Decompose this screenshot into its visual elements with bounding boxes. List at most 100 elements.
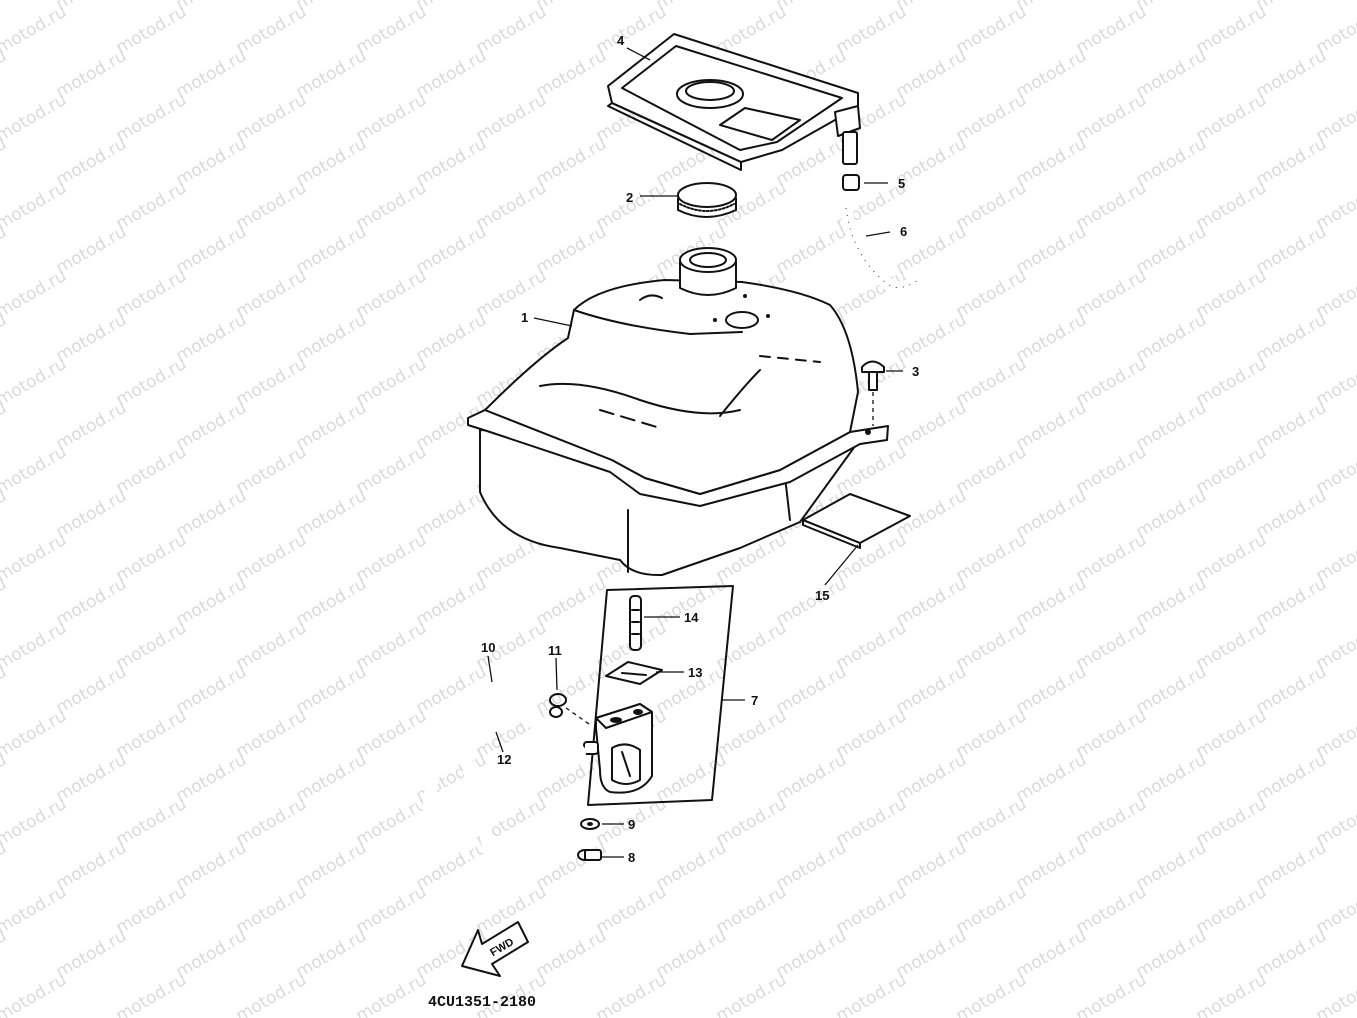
watermark-text: motod.ru xyxy=(1073,882,1151,938)
watermark-text: motod.ru xyxy=(353,2,431,58)
watermark-text: motod.ru xyxy=(953,794,1031,850)
watermark-text: motod.ru xyxy=(53,222,131,278)
watermark-text: motod.ru xyxy=(413,574,491,630)
watermark-text: motod.ru xyxy=(173,574,251,630)
watermark-text: motod.ru xyxy=(413,222,491,278)
watermark-text: motod.ru xyxy=(353,706,431,762)
callout-11: 11 xyxy=(548,643,562,658)
watermark-text: motod.ru xyxy=(1193,530,1271,586)
watermark-text: motod.ru xyxy=(1193,90,1271,146)
callout-4: 4 xyxy=(617,33,625,48)
watermark-text: motod.ru xyxy=(833,882,911,938)
watermark-text: motod.ru xyxy=(233,882,311,938)
watermark-text: motod.ru xyxy=(293,134,371,190)
watermark-text: motod.ru xyxy=(353,618,431,674)
watermark-text: motod.ru xyxy=(1253,134,1331,190)
watermark-text: motod.ru xyxy=(0,0,10,14)
fuel-tank-part xyxy=(467,247,889,577)
watermark-text: motod.ru xyxy=(53,838,131,894)
watermark-text: motod.ru xyxy=(1193,618,1271,674)
watermark-text: motod.ru xyxy=(1193,354,1271,410)
watermark-text: motod.ru xyxy=(533,838,611,894)
watermark-text: motod.ru xyxy=(353,530,431,586)
watermark-text: motod.ru xyxy=(1193,442,1271,498)
watermark-text: motod.ru xyxy=(1193,970,1271,1018)
watermark-text: motod.ru xyxy=(293,926,371,982)
watermark-text: motod.ru xyxy=(113,266,191,322)
callout-5: 5 xyxy=(898,176,905,191)
watermark-text: motod.ru xyxy=(473,266,551,322)
watermark-text: motod.ru xyxy=(1013,486,1091,542)
callout-9: 9 xyxy=(628,817,635,832)
watermark-text: motod.ru xyxy=(173,46,251,102)
watermark-text: motod.ru xyxy=(293,222,371,278)
watermark-text: motod.ru xyxy=(893,926,971,982)
watermark-text: motod.ru xyxy=(1073,2,1151,58)
callout-10: 10 xyxy=(481,640,495,655)
watermark-text: motod.ru xyxy=(53,398,131,454)
callout-15: 15 xyxy=(815,588,829,603)
watermark-text: motod.ru xyxy=(233,90,311,146)
watermark-text: motod.ru xyxy=(593,882,671,938)
watermark-text: motod.ru xyxy=(1193,266,1271,322)
watermark-text: motod.ru xyxy=(233,2,311,58)
watermark-text: motod.ru xyxy=(173,310,251,366)
watermark-text: motod.ru xyxy=(893,750,971,806)
watermark-text: motod.ru xyxy=(113,354,191,410)
watermark-text: motod.ru xyxy=(1073,794,1151,850)
watermark-text: motod.ru xyxy=(1193,794,1271,850)
watermark-text: motod.ru xyxy=(1013,926,1091,982)
watermark-text: motod.ru xyxy=(833,618,911,674)
watermark-text: motod.ru xyxy=(113,706,191,762)
watermark-text: motod.ru xyxy=(1253,486,1331,542)
watermark-text: motod.ru xyxy=(833,2,911,58)
watermark-text: motod.ru xyxy=(1253,926,1331,982)
watermark-text: motod.ru xyxy=(1133,134,1211,190)
watermark-text: motod.ru xyxy=(1253,662,1331,718)
watermark-text: motod.ru xyxy=(353,442,431,498)
watermark-text: motod.ru xyxy=(1133,486,1211,542)
watermark-text: motod.ru xyxy=(0,178,70,234)
watermark-text: motod.ru xyxy=(233,794,311,850)
watermark-text: motod.ru xyxy=(113,442,191,498)
watermark-text: motod.ru xyxy=(1013,662,1091,718)
screw-part xyxy=(577,849,602,861)
watermark-text: motod.ru xyxy=(773,662,851,718)
watermark-text: motod.ru xyxy=(713,794,791,850)
watermark-text: motod.ru xyxy=(0,354,70,410)
watermark-text: motod.ru xyxy=(173,750,251,806)
watermark-text: motod.ru xyxy=(0,90,70,146)
watermark-text: motod.ru xyxy=(0,442,70,498)
watermark-text: motod.ru xyxy=(293,574,371,630)
watermark-text: motod.ru xyxy=(173,134,251,190)
watermark-text: motod.ru xyxy=(0,970,70,1018)
watermark-text: motod.ru xyxy=(293,398,371,454)
watermark-text: motod.ru xyxy=(953,530,1031,586)
watermark-text: motod.ru xyxy=(953,2,1031,58)
watermark-text: motod.ru xyxy=(0,2,70,58)
watermark-text: motod.ru xyxy=(1133,926,1211,982)
watermark-text: motod.ru xyxy=(1073,442,1151,498)
watermark-text: motod.ru xyxy=(1193,882,1271,938)
watermark-text: motod.ru xyxy=(473,90,551,146)
watermark-text: motod.ru xyxy=(0,794,70,850)
tray-part xyxy=(607,33,861,171)
watermark-text: motod.ru xyxy=(953,618,1031,674)
watermark-text: motod.ru xyxy=(1133,398,1211,454)
bolt-part xyxy=(861,360,885,426)
watermark-text: motod.ru xyxy=(0,706,70,762)
watermark-text: motod.ru xyxy=(173,662,251,718)
watermark-text: motod.ru xyxy=(413,838,491,894)
watermark-text: motod.ru xyxy=(1133,222,1211,278)
watermark-text: motod.ru xyxy=(233,706,311,762)
watermark-text: motod.ru xyxy=(773,222,851,278)
watermark-text: motod.ru xyxy=(953,706,1031,762)
watermark-text: motod.ru xyxy=(293,310,371,366)
watermark-text: motod.ru xyxy=(0,530,70,586)
watermark-text: motod.ru xyxy=(653,750,731,806)
watermark-text: motod.ru xyxy=(893,46,971,102)
watermark-text: motod.ru xyxy=(0,618,70,674)
watermark-text: motod.ru xyxy=(293,46,371,102)
watermark-text: motod.ru xyxy=(1253,574,1331,630)
watermark-text: motod.ru xyxy=(1133,662,1211,718)
